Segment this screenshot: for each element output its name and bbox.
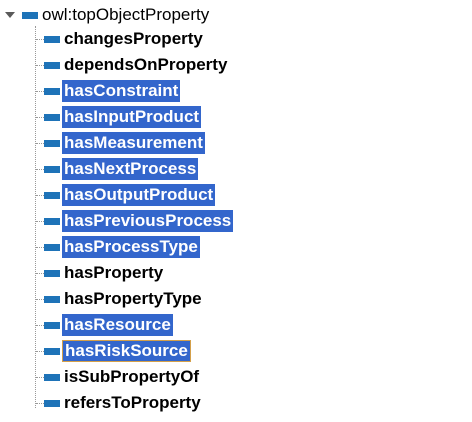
tree-item-hasProcessType[interactable]: hasProcessType	[0, 234, 472, 260]
object-property-icon	[44, 374, 60, 381]
tree-root-row[interactable]: owl:topObjectProperty	[4, 4, 209, 26]
object-property-icon	[44, 166, 60, 173]
tree-branch-line	[36, 117, 44, 118]
tree-item-label[interactable]: dependsOnProperty	[64, 55, 228, 74]
tree-item-hasPropertyType[interactable]: hasPropertyType	[0, 286, 472, 312]
object-property-icon	[44, 62, 60, 69]
tree-branch-line	[36, 351, 44, 352]
object-property-icon	[44, 192, 60, 199]
tree-branch-line	[36, 39, 44, 40]
object-property-icon	[44, 88, 60, 95]
tree-item-label[interactable]: hasProperty	[64, 263, 164, 282]
tree-item-label[interactable]: hasPreviousProcess	[62, 210, 234, 232]
tree-item-label[interactable]: hasRiskSource	[62, 340, 191, 362]
object-property-icon	[44, 270, 60, 277]
tree-branch-line	[36, 247, 44, 248]
tree-branch-line	[36, 273, 44, 274]
tree-item-hasConstraint[interactable]: hasConstraint	[0, 78, 472, 104]
tree-item-label[interactable]: refersToProperty	[64, 393, 201, 412]
tree-guide-line	[35, 26, 36, 408]
tree-branch-line	[36, 91, 44, 92]
object-property-icon	[44, 114, 60, 121]
collapse-toggle-icon[interactable]	[4, 9, 16, 21]
object-property-icon	[44, 400, 60, 407]
tree-branch-line	[36, 65, 44, 66]
tree-item-label[interactable]: hasOutputProduct	[62, 184, 216, 206]
tree-branch-line	[36, 403, 44, 404]
tree-item-label[interactable]: hasInputProduct	[62, 106, 202, 128]
tree-item-hasInputProduct[interactable]: hasInputProduct	[0, 104, 472, 130]
tree-item-hasResource[interactable]: hasResource	[0, 312, 472, 338]
tree-item-hasOutputProduct[interactable]: hasOutputProduct	[0, 182, 472, 208]
tree-branch-line	[36, 325, 44, 326]
object-property-icon	[44, 218, 60, 225]
tree-branch-line	[36, 169, 44, 170]
tree-item-hasProperty[interactable]: hasProperty	[0, 260, 472, 286]
tree-item-label[interactable]: hasNextProcess	[62, 158, 199, 180]
tree-branch-line	[36, 299, 44, 300]
object-property-icon	[44, 348, 60, 355]
object-property-icon	[44, 140, 60, 147]
tree-item-label[interactable]: hasMeasurement	[62, 132, 205, 154]
tree-item-hasRiskSource[interactable]: hasRiskSource	[0, 338, 472, 364]
tree-item-label[interactable]: hasConstraint	[62, 80, 181, 102]
tree-item-dependsOnProperty[interactable]: dependsOnProperty	[0, 52, 472, 78]
object-property-icon	[22, 11, 38, 19]
object-property-icon	[44, 36, 60, 43]
tree-item-label[interactable]: hasPropertyType	[64, 289, 202, 308]
tree-branch-line	[36, 221, 44, 222]
tree-branch-line	[36, 195, 44, 196]
object-property-icon	[44, 322, 60, 329]
tree-item-label[interactable]: isSubPropertyOf	[64, 367, 200, 386]
tree-item-hasMeasurement[interactable]: hasMeasurement	[0, 130, 472, 156]
tree-branch-line	[36, 143, 44, 144]
tree-item-hasNextProcess[interactable]: hasNextProcess	[0, 156, 472, 182]
tree-item-refersToProperty[interactable]: refersToProperty	[0, 390, 472, 416]
tree-branch-line	[36, 377, 44, 378]
tree-item-isSubPropertyOf[interactable]: isSubPropertyOf	[0, 364, 472, 390]
tree-item-label[interactable]: hasResource	[62, 314, 173, 336]
tree-item-label[interactable]: changesProperty	[64, 29, 203, 48]
object-property-icon	[44, 296, 60, 303]
object-property-icon	[44, 244, 60, 251]
tree-item-changesProperty[interactable]: changesProperty	[0, 26, 472, 52]
tree-item-hasPreviousProcess[interactable]: hasPreviousProcess	[0, 208, 472, 234]
tree-root-label: owl:topObjectProperty	[42, 5, 210, 24]
tree-item-label[interactable]: hasProcessType	[62, 236, 200, 258]
